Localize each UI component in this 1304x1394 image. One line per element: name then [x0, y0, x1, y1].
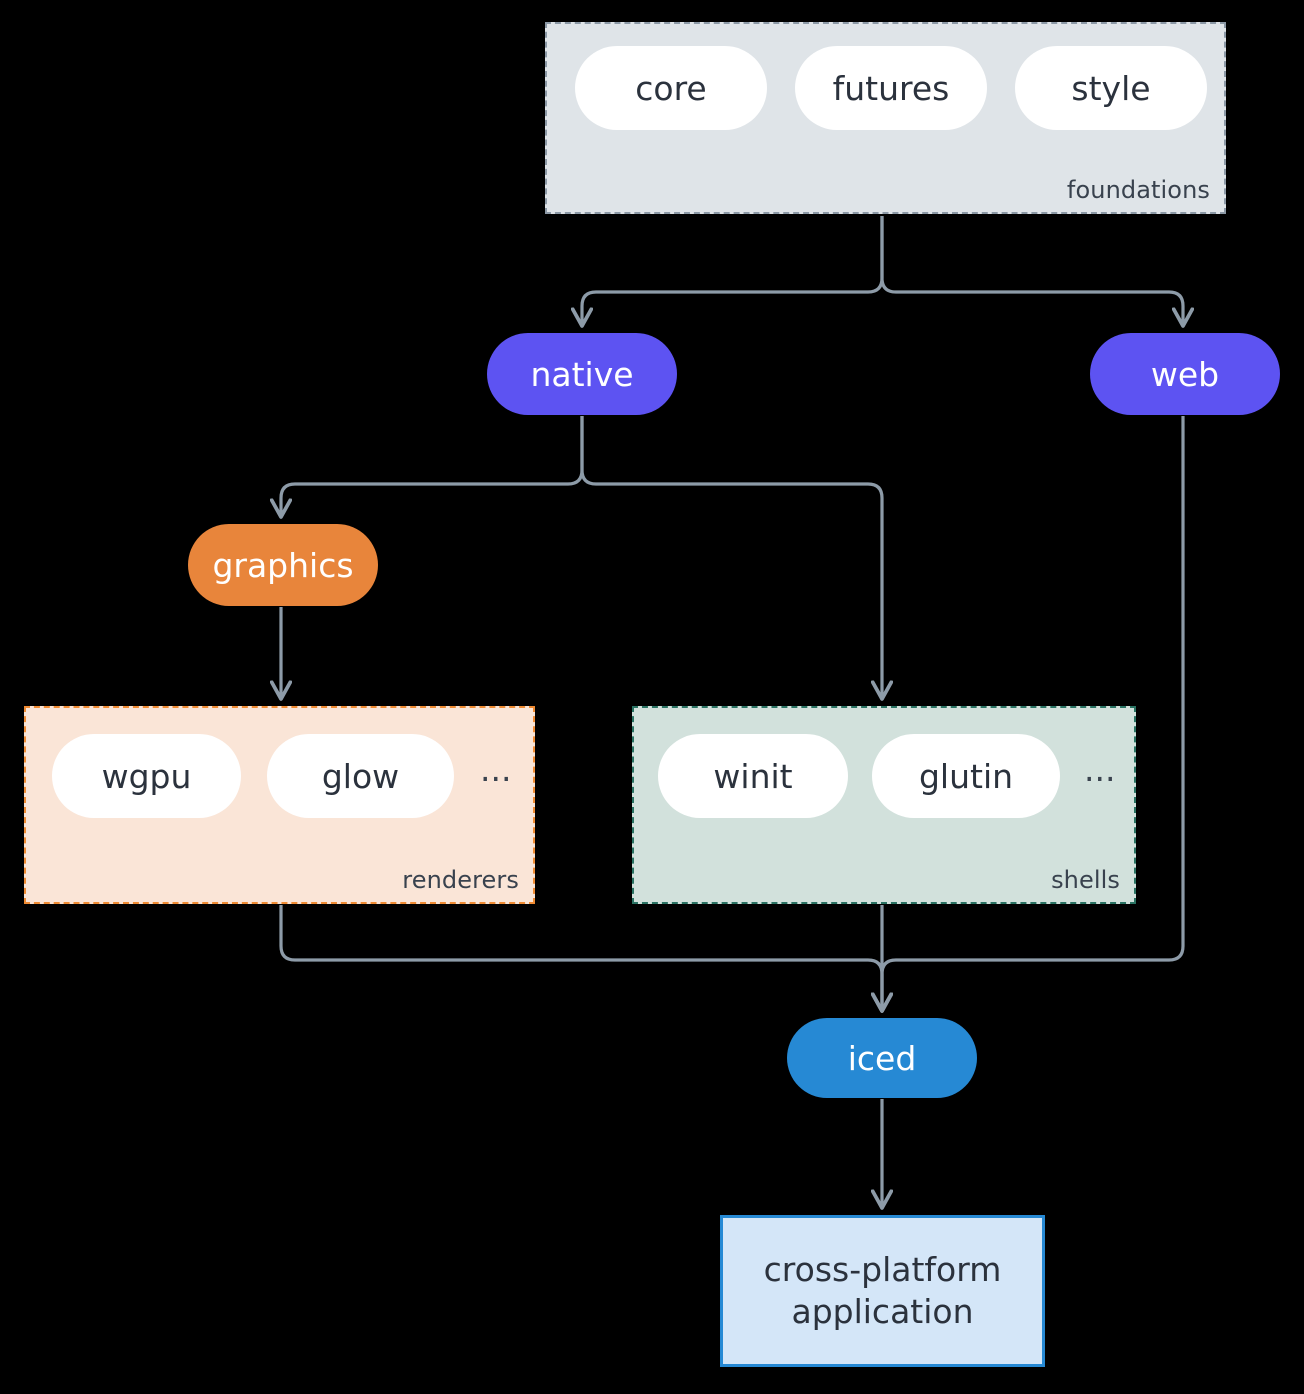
pill-glutin[interactable]: glutin	[872, 734, 1060, 818]
node-graphics[interactable]: graphics	[188, 524, 378, 606]
edge-foundations-to-native	[570, 216, 884, 328]
group-label-foundations: foundations	[1066, 176, 1210, 204]
group-renderers: wgpu glow ... renderers	[24, 706, 535, 904]
group-label-shells: shells	[1051, 866, 1120, 894]
foundations-pill-row: core futures style	[575, 46, 1207, 130]
node-native[interactable]: native	[487, 333, 677, 415]
edge-foundations-to-web	[880, 216, 1195, 328]
group-foundations: core futures style foundations	[545, 22, 1226, 214]
shells-pill-row: winit glutin ...	[658, 734, 1115, 818]
shells-ellipsis: ...	[1084, 749, 1116, 789]
pill-core[interactable]: core	[575, 46, 767, 130]
pill-glow[interactable]: glow	[267, 734, 454, 818]
edge-native-to-shells	[580, 416, 894, 701]
node-iced[interactable]: iced	[787, 1018, 977, 1098]
renderers-ellipsis: ...	[480, 749, 512, 789]
edge-native-to-graphics	[269, 416, 584, 519]
pill-futures[interactable]: futures	[795, 46, 987, 130]
renderers-pill-row: wgpu glow ...	[52, 734, 511, 818]
node-web[interactable]: web	[1090, 333, 1280, 415]
pill-wgpu[interactable]: wgpu	[52, 734, 241, 818]
application-label-line1: cross-platform	[763, 1249, 1002, 1289]
application-label-line2: application	[791, 1292, 974, 1331]
node-application[interactable]: cross-platform application	[720, 1215, 1045, 1367]
edge-renderers-to-iced	[279, 905, 894, 1013]
pill-winit[interactable]: winit	[658, 734, 848, 818]
group-shells: winit glutin ... shells	[632, 706, 1136, 904]
group-label-renderers: renderers	[402, 866, 519, 894]
pill-style[interactable]: style	[1015, 46, 1207, 130]
